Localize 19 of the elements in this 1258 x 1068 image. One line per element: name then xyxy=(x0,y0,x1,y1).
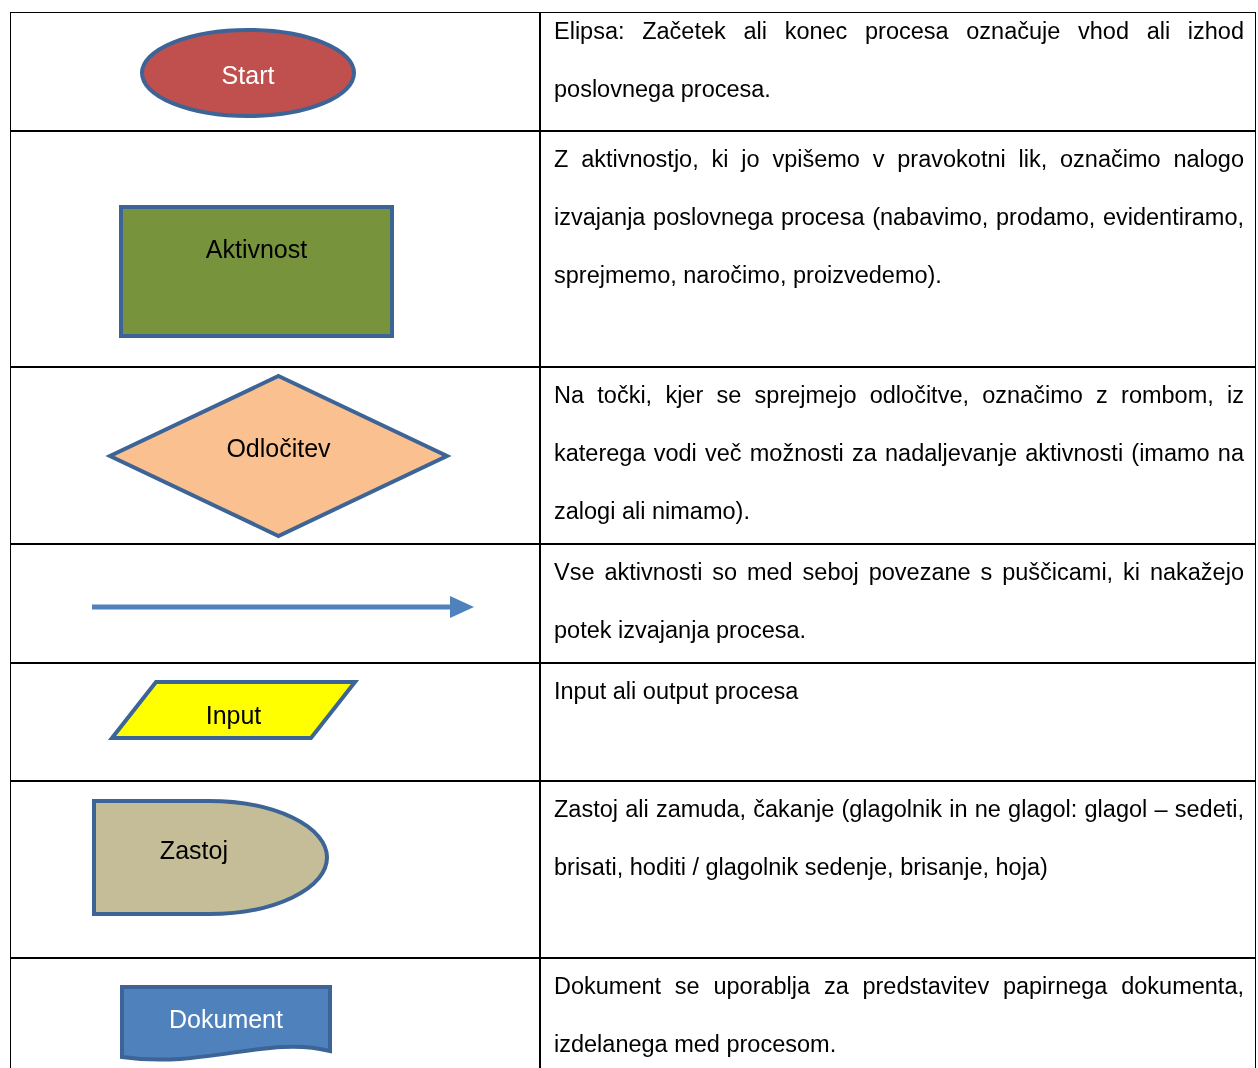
document-shape xyxy=(120,985,332,1065)
shape-label: Odločitev xyxy=(226,433,331,463)
shape-label: Dokument xyxy=(169,1004,283,1034)
shape-label: Start xyxy=(221,60,275,90)
shape-label: Zastoj xyxy=(159,835,228,865)
input-parallelogram xyxy=(110,680,357,740)
description-text: Dokument se uporablja za predstavitev papirnega dokumenta, izdelanega med procesom. xyxy=(554,972,1244,1059)
process-rectangle xyxy=(119,205,394,338)
description-text: Z aktivnostjo, ki jo vpišemo v pravokotni lik, označimo nalogo izvajanja poslovnega procesa (nabavimo, prodamo, evidentiramo, sprejmemo, naročimo, proizvedemo). xyxy=(554,145,1244,290)
decision-diamond xyxy=(108,374,449,538)
description-text: Elipsa: Začetek ali konec procesa označuje vhod ali izhod poslovnega procesa. xyxy=(554,17,1244,104)
delay-shape xyxy=(92,799,329,916)
shape-label: Aktivnost xyxy=(205,234,308,264)
description-text: Vse aktivnosti so med seboj povezane s puščicami, ki nakažejo potek izvajanja procesa. xyxy=(554,558,1244,645)
description-text: Zastoj ali zamuda, čakanje (glagolnik in ne glagol: glagol – sedeti, brisati, hoditi / glagolnik sedenje, brisanje, hoja) xyxy=(554,795,1244,882)
description-text: Na točki, kjer se sprejmejo odločitve, označimo z rombom, iz katerega vodi več možnosti za nadaljevanje aktivnosti (imamo na zalogi ali nimamo). xyxy=(554,381,1244,526)
shape-label: Input xyxy=(205,700,262,730)
description-text: Input ali output procesa xyxy=(554,677,800,706)
start-ellipse xyxy=(140,28,356,118)
